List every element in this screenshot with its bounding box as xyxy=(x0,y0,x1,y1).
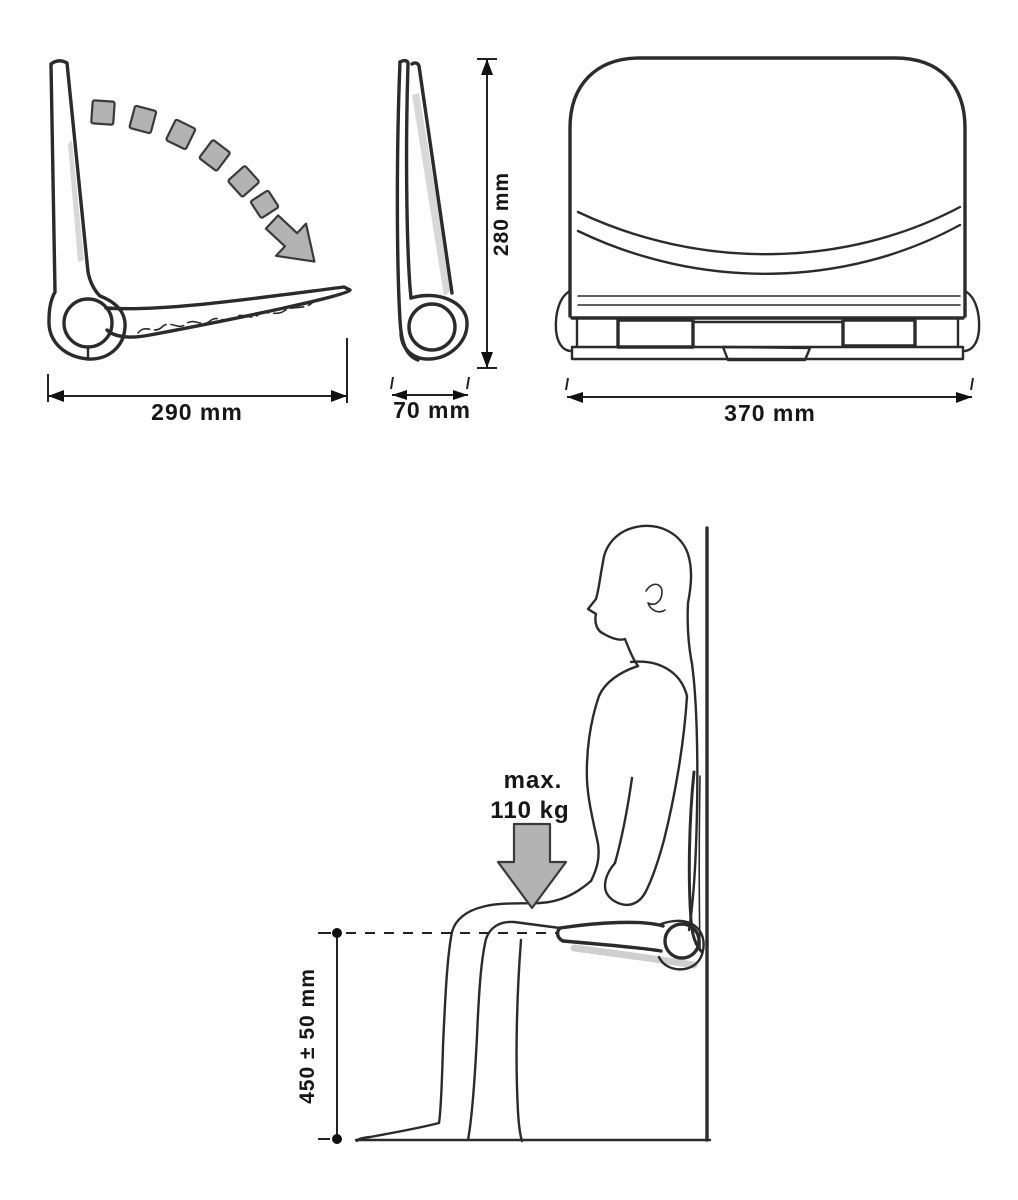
dimension-seat-height: 450 ± 50 mm xyxy=(296,928,556,1144)
person-hand xyxy=(603,861,647,907)
front-outline xyxy=(568,56,967,318)
person-thigh-knee-shin-foot xyxy=(355,879,593,1143)
bracket-bottom-bar xyxy=(570,345,965,361)
dimension-label-folded-height: 280 mm xyxy=(490,172,513,256)
folded-wall-plate xyxy=(398,58,413,300)
person-far-leg xyxy=(515,938,524,1143)
dimension-folded-depth: 70 mm xyxy=(390,376,471,423)
fold-direction-arrow-icon xyxy=(264,214,316,263)
seat-wall-bracket-inner xyxy=(698,775,701,949)
wall-plate-shading xyxy=(68,140,84,262)
seat-pivot-housing xyxy=(657,919,705,971)
seat-blade-top xyxy=(558,920,665,930)
max-load-value-label: 110 kg xyxy=(490,797,569,824)
mounting-bracket xyxy=(554,289,981,362)
side-view-open: 290 mm xyxy=(47,59,352,425)
dimension-label-seat-height: 450 ± 50 mm xyxy=(296,968,319,1104)
bracket-center-tab xyxy=(721,345,812,362)
person-arm-outer xyxy=(643,694,689,895)
person-forearm-inner xyxy=(613,776,634,865)
front-seat-curve-lower xyxy=(576,223,962,275)
front-view: 370 mm xyxy=(554,56,981,426)
fold-motion-arc xyxy=(90,99,280,219)
seat-wall-bracket xyxy=(687,770,704,954)
person-ear xyxy=(645,583,666,613)
wall-plate-outline xyxy=(47,59,127,361)
person-chest xyxy=(585,664,640,883)
seat-blade-front xyxy=(555,926,565,943)
seat-pivot-in-use xyxy=(663,922,701,960)
dimension-label-folded-depth: 70 mm xyxy=(393,397,471,423)
dimension-front-width: 370 mm xyxy=(565,377,974,426)
max-load-prefix-label: max. xyxy=(504,767,563,794)
dimension-label-side-open-width: 290 mm xyxy=(151,399,243,425)
seat-blade-open xyxy=(104,285,352,339)
folded-hinge-housing xyxy=(399,293,469,361)
person-foot-heel-calf xyxy=(466,920,562,1142)
load-arrow-icon xyxy=(496,822,568,910)
pivot-hinge xyxy=(62,297,114,349)
person-shoulder xyxy=(629,660,689,698)
seat-surface-texture xyxy=(137,302,313,334)
folded-pivot-hinge xyxy=(407,302,457,352)
dimension-label-front-width: 370 mm xyxy=(724,400,816,426)
person-back xyxy=(687,662,699,932)
dimension-side-open-width: 290 mm xyxy=(47,338,348,425)
folded-blade-shading xyxy=(412,93,452,296)
usage-view: max. 110 kg 450 ± 50 mm xyxy=(296,524,712,1144)
seat-in-use xyxy=(555,919,705,971)
person-head xyxy=(601,524,694,666)
dimension-folded-height: 280 mm xyxy=(477,58,513,369)
seat-blade-bottom xyxy=(561,939,663,953)
seat-under-shade xyxy=(570,944,698,969)
front-seat-curve-upper xyxy=(576,205,962,256)
side-tab-left xyxy=(554,289,572,353)
side-view-folded: 280 mm 70 mm xyxy=(390,58,513,423)
side-tab-right xyxy=(963,289,981,353)
folded-seat-blade xyxy=(410,61,454,295)
person-face xyxy=(586,560,640,668)
max-load-annotation: max. 110 kg xyxy=(490,767,569,910)
